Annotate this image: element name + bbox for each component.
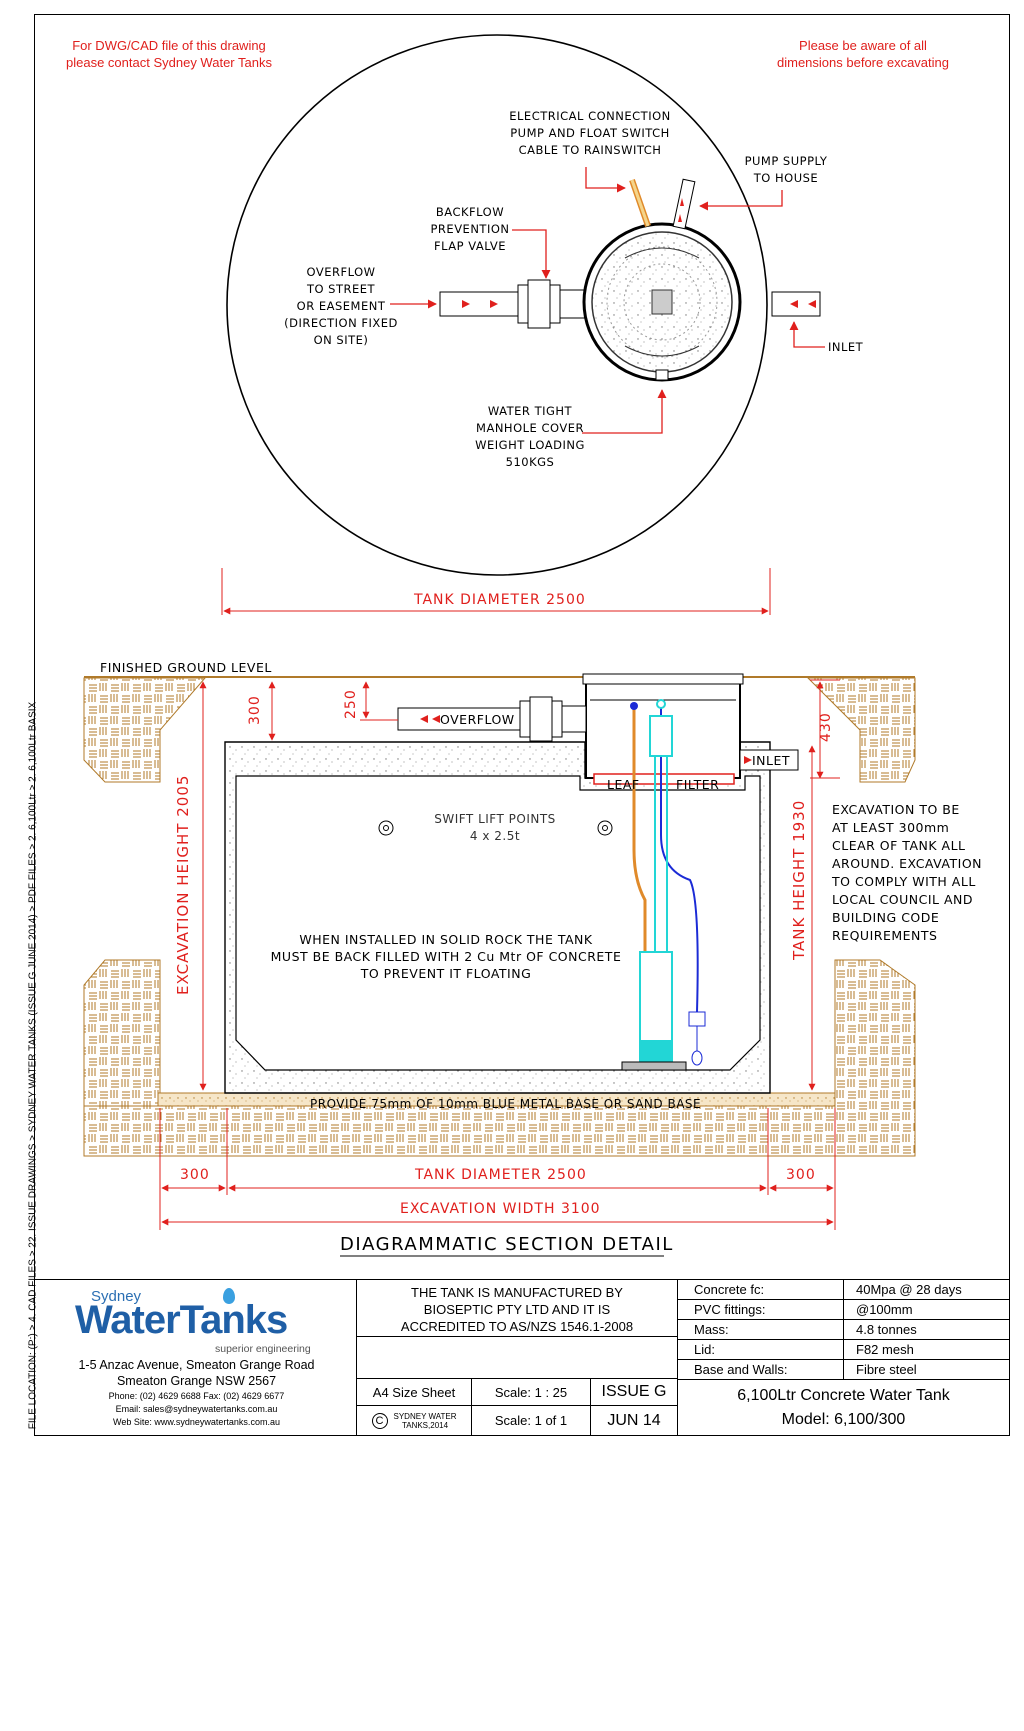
scale-sheet-count: Scale: 1 of 1 <box>471 1405 591 1436</box>
overflow-pipe-plan <box>439 291 521 317</box>
website: Web Site: www.sydneywatertanks.com.au <box>113 1417 280 1427</box>
overflow-section-label: OVERFLOW <box>440 712 515 727</box>
blank-cell <box>356 1336 678 1379</box>
email: Email: sales@sydneywatertanks.com.au <box>115 1404 278 1414</box>
address-line-1: 1-5 Anzac Avenue, Smeaton Grange Road <box>78 1358 315 1372</box>
dim-300-top: 300 <box>247 695 263 725</box>
inlet-section-label: INLET <box>752 753 791 768</box>
spec-label-1: PVC fittings: <box>677 1299 844 1320</box>
company-block: Sydney WaterTanks superior engineering 1… <box>34 1279 357 1436</box>
float-switch <box>691 1050 703 1066</box>
spec-label-2: Mass: <box>677 1319 844 1340</box>
section-title: DIAGRAMMATIC SECTION DETAIL <box>340 1234 674 1255</box>
tank-height-label: TANK HEIGHT 1930 <box>790 799 808 960</box>
spec-value-4: Fibre steel <box>843 1359 1010 1380</box>
logo-main: WaterTanks <box>75 1298 288 1342</box>
soil-left-upper <box>83 677 207 783</box>
product-model: Model: 6,100/300 <box>781 1411 906 1428</box>
manhole-cover-plan <box>582 222 742 382</box>
soil-bottom <box>83 1105 836 1157</box>
water-drop-icon <box>223 1288 235 1304</box>
leaf-label: LEAF <box>607 777 640 792</box>
spec-value-1: @100mm <box>843 1299 1010 1320</box>
spec-value-3: F82 mesh <box>843 1339 1010 1360</box>
issue-date: JUN 14 <box>590 1405 678 1436</box>
file-location-path: FILE LOCATION: (P:) > 4. CAD FILES > 22.… <box>27 701 39 1430</box>
sheet-size: A4 Size Sheet <box>356 1378 472 1406</box>
inlet-plan-label: INLET <box>828 340 864 354</box>
spec-label-3: Lid: <box>677 1339 844 1360</box>
logo-top: Sydney <box>91 1288 142 1305</box>
tank-section <box>224 741 771 1094</box>
excavation-height-label: EXCAVATION HEIGHT 2005 <box>174 774 192 995</box>
product-cell: 6,100Ltr Concrete Water Tank Model: 6,10… <box>677 1379 1010 1436</box>
flap-valve-plan <box>527 279 551 329</box>
issue-number: ISSUE G <box>590 1378 678 1406</box>
product-name: 6,100Ltr Concrete Water Tank <box>737 1387 950 1404</box>
spec-label-0: Concrete fc: <box>677 1279 844 1300</box>
float-cable <box>632 706 647 955</box>
dim-300-right: 300 <box>786 1167 816 1183</box>
filter-label: FILTER <box>676 777 720 792</box>
excavation-width-label: EXCAVATION WIDTH 3100 <box>400 1201 601 1217</box>
address-line-2: Smeaton Grange NSW 2567 <box>116 1374 277 1388</box>
soil-right-upper <box>806 677 916 783</box>
copyright-icon: C <box>371 1412 388 1429</box>
dim-300-left: 300 <box>180 1167 210 1183</box>
plan-tank-diameter-label: TANK DIAMETER 2500 <box>414 592 586 608</box>
tank-plan-circle <box>226 34 768 576</box>
soil-right-lower <box>834 959 916 1157</box>
pump-cable <box>660 706 699 1013</box>
scale-ratio: Scale: 1 : 25 <box>471 1378 591 1406</box>
phone-fax: Phone: (02) 4629 6688 Fax: (02) 4629 667… <box>108 1391 285 1401</box>
inlet-pipe-section <box>739 749 799 771</box>
base-note: PROVIDE 75mm OF 10mm BLUE METAL BASE OR … <box>310 1097 702 1111</box>
dim-250: 250 <box>343 689 359 719</box>
tagline: superior engineering <box>215 1343 311 1355</box>
spec-value-2: 4.8 tonnes <box>843 1319 1010 1340</box>
spec-value-0: 40Mpa @ 28 days <box>843 1279 1010 1300</box>
finished-ground-label: FINISHED GROUND LEVEL <box>100 660 272 675</box>
spec-label-4: Base and Walls: <box>677 1359 844 1380</box>
dim-430: 430 <box>818 712 834 742</box>
section-tank-diameter-label: TANK DIAMETER 2500 <box>415 1167 587 1183</box>
tank-drawing <box>83 34 916 1257</box>
